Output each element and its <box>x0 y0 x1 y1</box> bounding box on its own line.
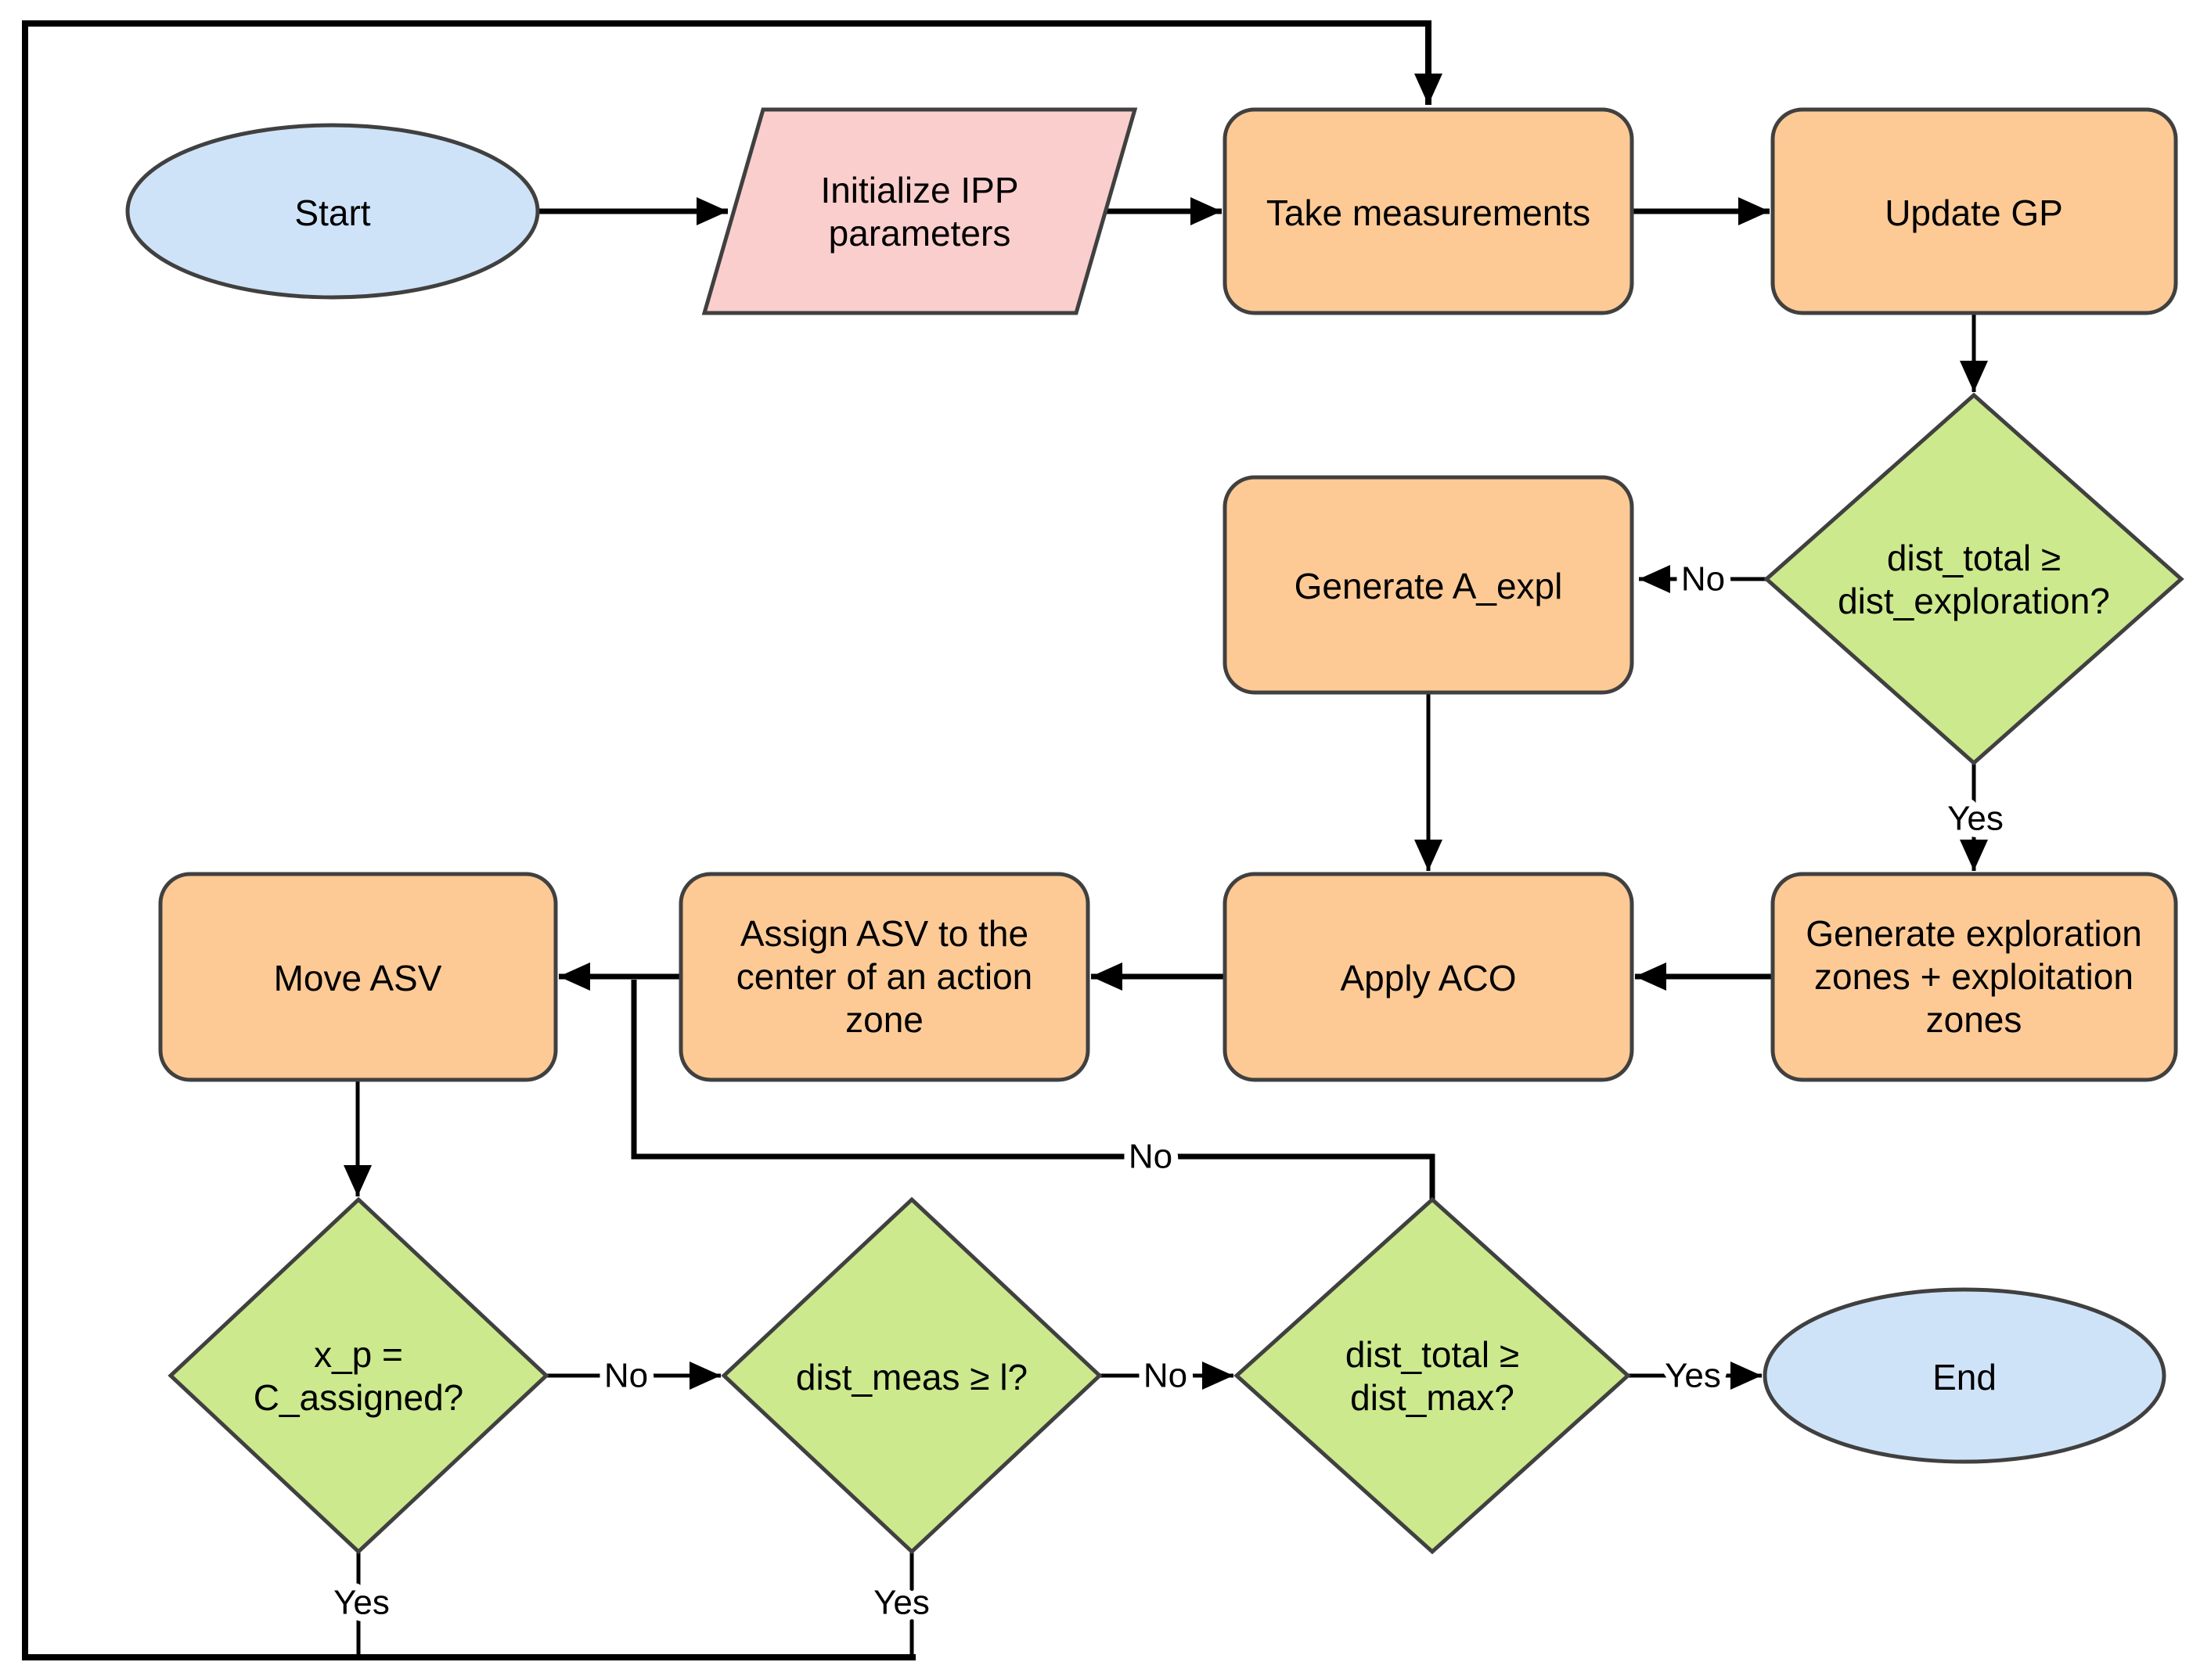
generate-a-expl-shape <box>1223 475 1634 695</box>
dist-max-diamond-shape <box>1233 1196 1631 1555</box>
generate-zones-label-line2: zones + exploitation <box>1814 956 2134 997</box>
dist-max-label-line1: dist_total ≥ <box>1345 1334 1519 1375</box>
dist-meas-label: dist_meas ≥ l? <box>796 1357 1028 1398</box>
edge-label-dist-meas-yes: Yes <box>873 1584 930 1622</box>
edge-label-xp-no: No <box>604 1357 648 1395</box>
edge-label-xp-yes: Yes <box>333 1584 390 1622</box>
update-gp-shape <box>1770 107 2178 315</box>
node-initialize-ipp: Initialize IPP parameters <box>701 107 1138 315</box>
generate-zones-shape <box>1770 872 2178 1082</box>
start-label: Start <box>294 192 370 233</box>
edge-label-dist-max-no: No <box>1129 1138 1172 1176</box>
node-dist-meas-check: dist_meas ≥ l? <box>721 1196 1103 1555</box>
node-start: Start <box>125 123 540 300</box>
update-gp-label: Update GP <box>1885 192 2063 233</box>
generate-a-expl-label: Generate A_expl <box>1295 566 1563 606</box>
apply-aco-label: Apply ACO <box>1341 958 1517 998</box>
end-terminator-shape <box>1763 1287 2166 1464</box>
edge-label-dist-exploration-no: No <box>1681 560 1725 599</box>
edge-distmax-no-loop <box>631 980 1435 1200</box>
edge-loop-yes-return <box>22 20 1442 1660</box>
node-move-asv: Move ASV <box>158 872 558 1082</box>
assign-asv-label-line2: center of an action <box>736 956 1032 997</box>
node-generate-a-expl: Generate A_expl <box>1223 475 1634 695</box>
take-measurements-label: Take measurements <box>1266 192 1590 233</box>
dist-max-label-line2: dist_max? <box>1350 1377 1514 1418</box>
take-measurements-shape <box>1223 107 1634 315</box>
node-generate-zones: Generate exploration zones + exploitatio… <box>1770 872 2178 1082</box>
start-terminator-shape <box>125 123 540 300</box>
node-apply-aco: Apply ACO <box>1223 872 1634 1082</box>
node-end: End <box>1763 1287 2166 1464</box>
assign-asv-shape <box>679 872 1090 1082</box>
assign-asv-label-line3: zone <box>845 999 924 1040</box>
move-asv-shape <box>158 872 558 1082</box>
xp-check-label-line1: x_p = <box>314 1334 403 1375</box>
dist-exploration-label-line2: dist_exploration? <box>1838 581 2110 621</box>
xp-check-label-line2: C_assigned? <box>254 1377 464 1418</box>
generate-zones-label-line3: zones <box>1926 999 2022 1040</box>
dist-exploration-label-line1: dist_total ≥ <box>1887 538 2061 578</box>
node-dist-exploration-check: dist_total ≥ dist_exploration? <box>1763 392 2184 766</box>
edge-label-dist-max-yes: Yes <box>1665 1357 1721 1395</box>
initialize-ipp-parallelogram-shape <box>701 107 1138 315</box>
initialize-ipp-label-line2: parameters <box>829 213 1011 254</box>
move-asv-label: Move ASV <box>274 958 442 998</box>
end-label: End <box>1932 1357 1997 1398</box>
node-update-gp: Update GP <box>1770 107 2178 315</box>
edge-label-dist-meas-no: No <box>1143 1357 1187 1395</box>
node-take-measurements: Take measurements <box>1223 107 1634 315</box>
dist-exploration-diamond-shape <box>1763 392 2184 766</box>
dist-meas-diamond-shape <box>721 1196 1103 1555</box>
node-xp-check: x_p = C_assigned? <box>167 1196 549 1555</box>
apply-aco-shape <box>1223 872 1634 1082</box>
edge-label-dist-exploration-yes: Yes <box>1947 800 2004 838</box>
node-assign-asv: Assign ASV to the center of an action zo… <box>679 872 1090 1082</box>
xp-check-diamond-shape <box>167 1196 549 1555</box>
generate-zones-label-line1: Generate exploration <box>1806 913 2142 954</box>
node-dist-max-check: dist_total ≥ dist_max? <box>1233 1196 1631 1555</box>
assign-asv-label-line1: Assign ASV to the <box>740 913 1028 954</box>
initialize-ipp-label-line1: Initialize IPP <box>820 170 1018 210</box>
